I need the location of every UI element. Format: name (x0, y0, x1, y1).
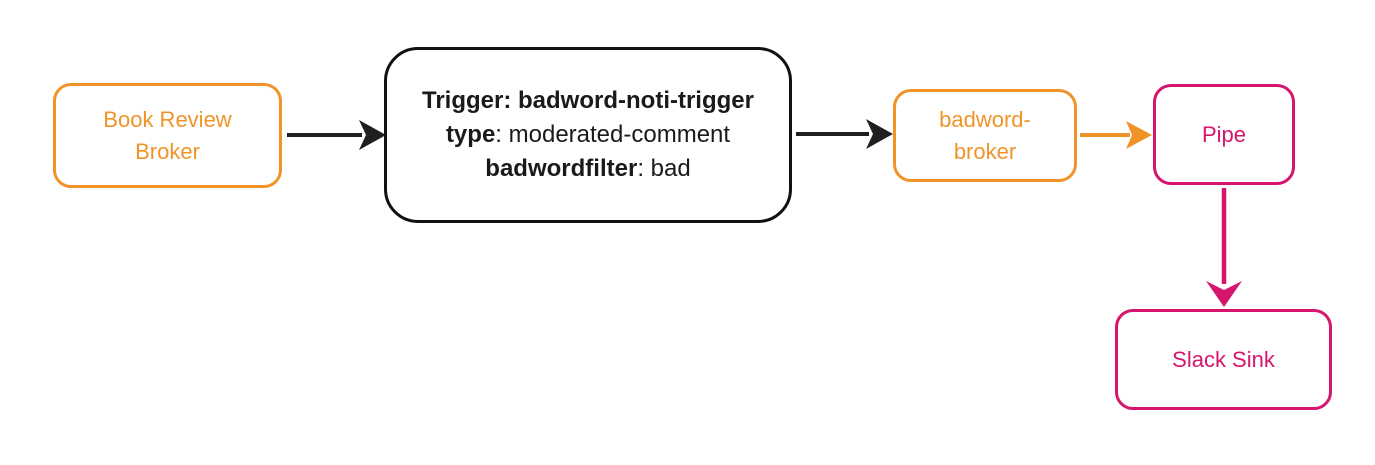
node-pipe: Pipe (1153, 84, 1295, 185)
trigger-filter-line: badwordfilter: bad (485, 155, 691, 182)
node-label: Broker (135, 138, 200, 164)
node-trigger: Trigger: badword-noti-trigger type: mode… (384, 47, 792, 223)
trigger-type-line: type: moderated-comment (445, 121, 731, 148)
arrowhead-down-icon (1206, 281, 1242, 307)
edge-book-review-broker-to-trigger (287, 120, 386, 150)
node-label: Pipe (1201, 121, 1247, 147)
node-label: badword- (939, 106, 1031, 132)
node-book-review-broker: Book Review Broker (53, 83, 282, 188)
node-badword-broker: badword- broker (893, 89, 1077, 182)
node-label: Slack Sink (1172, 346, 1275, 372)
arrowhead-right-icon (359, 120, 386, 150)
node-label: broker (953, 138, 1017, 164)
node-label: Book Review (103, 106, 232, 132)
edge-trigger-to-badword-broker (796, 119, 893, 149)
arrowhead-right-icon (866, 119, 893, 149)
trigger-name-line: Trigger: badword-noti-trigger (422, 87, 754, 114)
edge-pipe-to-slack-sink (1206, 188, 1242, 307)
arrowhead-right-icon (1126, 121, 1152, 149)
edge-badword-broker-to-pipe (1080, 121, 1152, 149)
node-slack-sink: Slack Sink (1115, 309, 1332, 410)
